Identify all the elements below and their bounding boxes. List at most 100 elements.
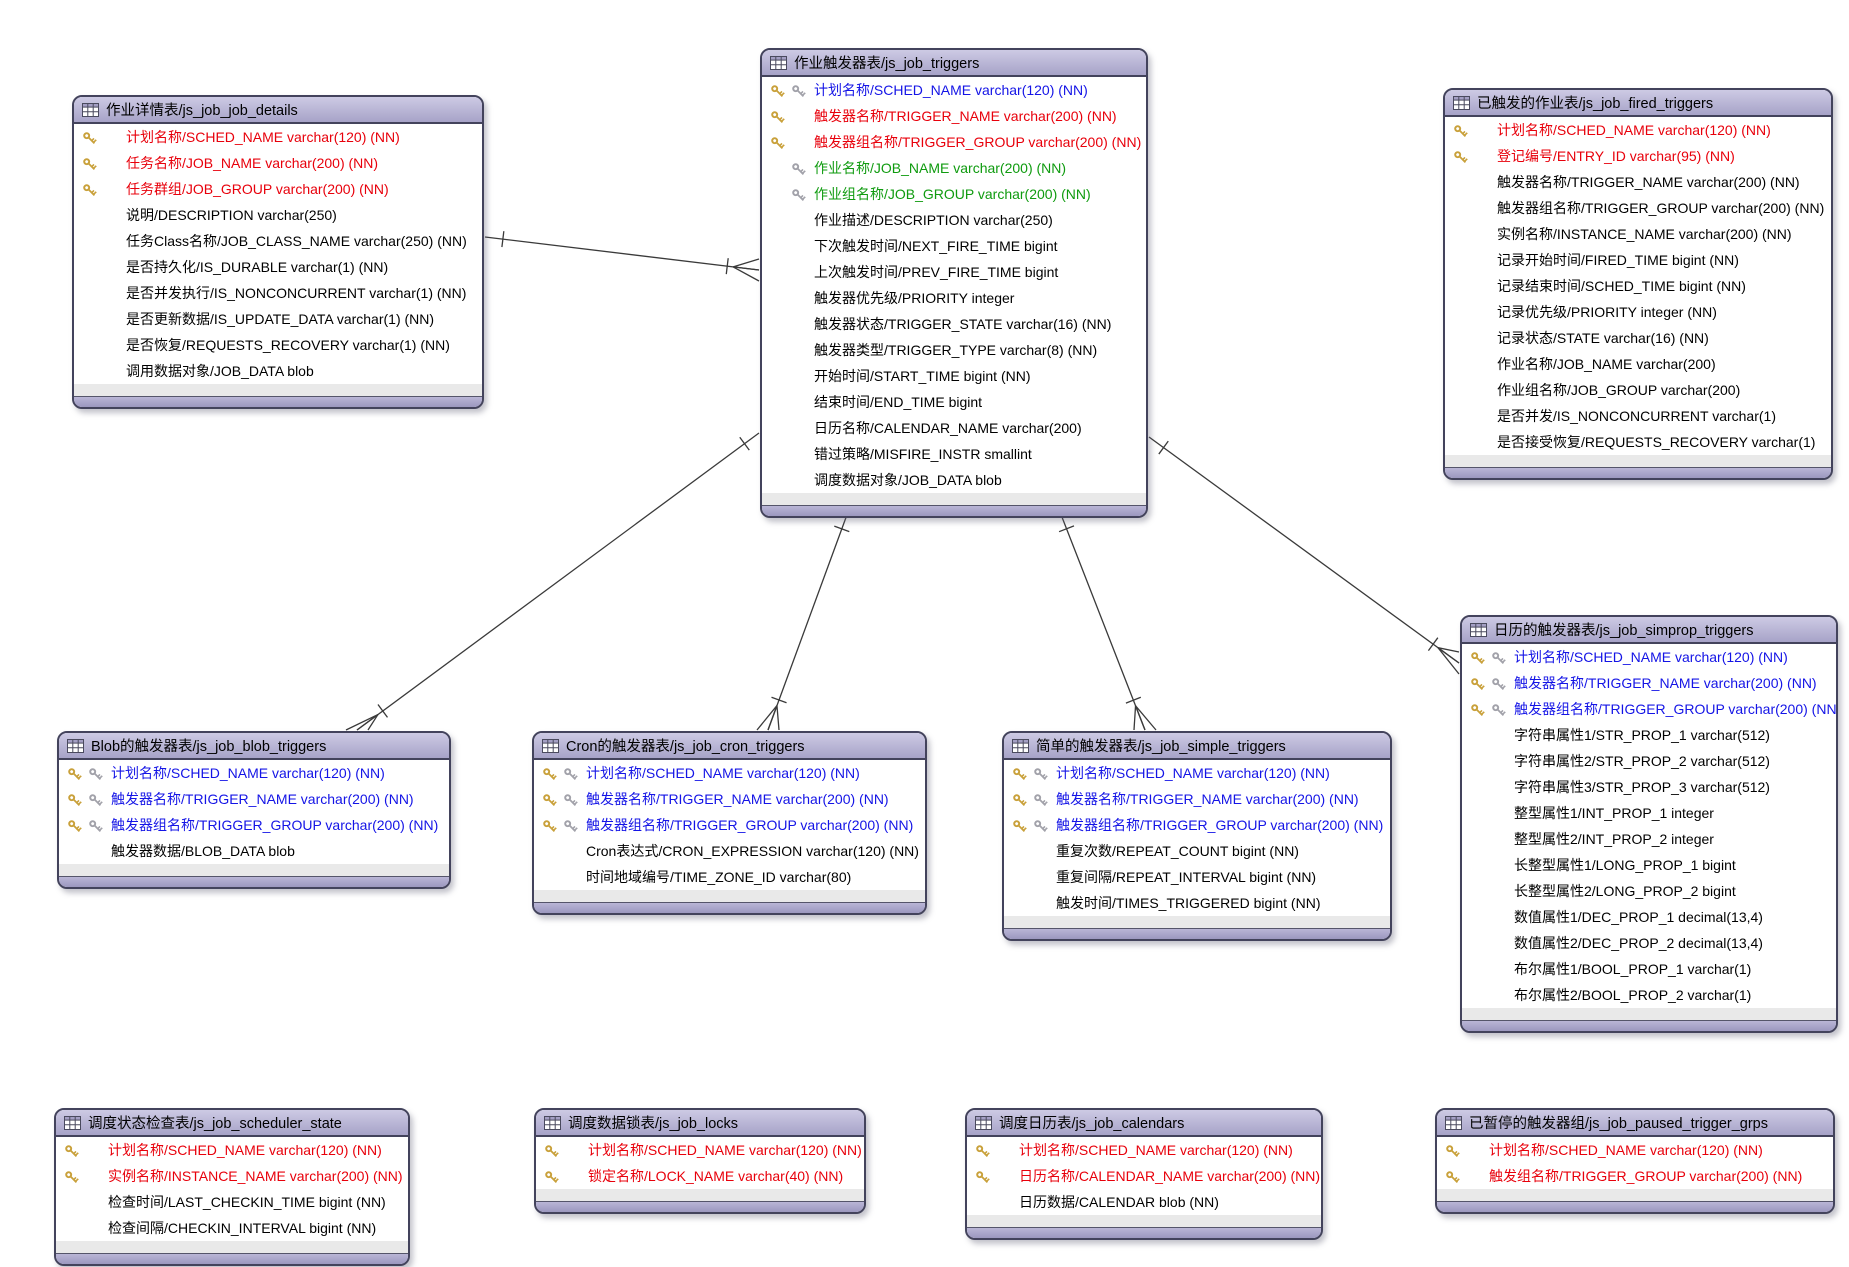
field-row[interactable]: 错过策略/MISFIRE_INSTR smallint xyxy=(762,441,1146,467)
field-row[interactable]: 触发器组名称/TRIGGER_GROUP varchar(200) (NN) xyxy=(762,129,1146,155)
field-row[interactable]: 触发器状态/TRIGGER_STATE varchar(16) (NN) xyxy=(762,311,1146,337)
field-row[interactable]: 上次触发时间/PREV_FIRE_TIME bigint xyxy=(762,259,1146,285)
relationship-line[interactable] xyxy=(1148,436,1460,675)
field-row[interactable]: 时间地域编号/TIME_ZONE_ID varchar(80) xyxy=(534,864,925,890)
field-row[interactable]: 日历数据/CALENDAR blob (NN) xyxy=(967,1189,1321,1215)
field-row[interactable]: 是否恢复/REQUESTS_RECOVERY varchar(1) (NN) xyxy=(74,332,482,358)
field-row[interactable]: 整型属性2/INT_PROP_2 integer xyxy=(1462,826,1836,852)
field-row[interactable]: 触发器组名称/TRIGGER_GROUP varchar(200) (NN) xyxy=(59,812,449,838)
field-row[interactable]: 触发器优先级/PRIORITY integer xyxy=(762,285,1146,311)
field-row[interactable]: 实例名称/INSTANCE_NAME varchar(200) (NN) xyxy=(1445,221,1831,247)
field-row[interactable]: 作业组名称/JOB_GROUP varchar(200) (NN) xyxy=(762,181,1146,207)
entity-header[interactable]: 调度日历表/js_job_calendars xyxy=(967,1110,1321,1137)
entity-header[interactable]: 日历的触发器表/js_job_simprop_triggers xyxy=(1462,617,1836,644)
entity-header[interactable]: Cron的触发器表/js_job_cron_triggers xyxy=(534,733,925,760)
field-row[interactable]: 长整型属性2/LONG_PROP_2 bigint xyxy=(1462,878,1836,904)
field-row[interactable]: 下次触发时间/NEXT_FIRE_TIME bigint xyxy=(762,233,1146,259)
field-row[interactable]: 计划名称/SCHED_NAME varchar(120) (NN) xyxy=(56,1137,408,1163)
field-row[interactable]: 触发器组名称/TRIGGER_GROUP varchar(200) (NN) xyxy=(1445,195,1831,221)
field-row[interactable]: 记录状态/STATE varchar(16) (NN) xyxy=(1445,325,1831,351)
field-row[interactable]: 计划名称/SCHED_NAME varchar(120) (NN) xyxy=(59,760,449,786)
field-row[interactable]: 任务群组/JOB_GROUP varchar(200) (NN) xyxy=(74,176,482,202)
field-row[interactable]: 计划名称/SCHED_NAME varchar(120) (NN) xyxy=(967,1137,1321,1163)
entity-header[interactable]: 作业触发器表/js_job_triggers xyxy=(762,50,1146,77)
field-row[interactable]: 触发器组名称/TRIGGER_GROUP varchar(200) (NN) xyxy=(1004,812,1390,838)
field-row[interactable]: 任务Class名称/JOB_CLASS_NAME varchar(250) (N… xyxy=(74,228,482,254)
field-row[interactable]: 日历名称/CALENDAR_NAME varchar(200) (NN) xyxy=(967,1163,1321,1189)
field-row[interactable]: 触发器名称/TRIGGER_NAME varchar(200) (NN) xyxy=(1004,786,1390,812)
field-row[interactable]: 是否持久化/IS_DURABLE varchar(1) (NN) xyxy=(74,254,482,280)
entity-header[interactable]: 作业详情表/js_job_job_details xyxy=(74,97,482,124)
relationship-line[interactable] xyxy=(345,432,760,731)
entity-header[interactable]: Blob的触发器表/js_job_blob_triggers xyxy=(59,733,449,760)
field-row[interactable]: 数值属性2/DEC_PROP_2 decimal(13,4) xyxy=(1462,930,1836,956)
field-row[interactable]: 开始时间/START_TIME bigint (NN) xyxy=(762,363,1146,389)
field-row[interactable]: 调度数据对象/JOB_DATA blob xyxy=(762,467,1146,493)
field-row[interactable]: 触发组名称/TRIGGER_GROUP varchar(200) (NN) xyxy=(1437,1163,1833,1189)
field-row[interactable]: 整型属性1/INT_PROP_1 integer xyxy=(1462,800,1836,826)
field-row[interactable]: 检查间隔/CHECKIN_INTERVAL bigint (NN) xyxy=(56,1215,408,1241)
field-row[interactable]: 计划名称/SCHED_NAME varchar(120) (NN) xyxy=(74,124,482,150)
field-row[interactable]: 说明/DESCRIPTION varchar(250) xyxy=(74,202,482,228)
field-row[interactable]: 计划名称/SCHED_NAME varchar(120) (NN) xyxy=(536,1137,864,1163)
field-row[interactable]: 长整型属性1/LONG_PROP_1 bigint xyxy=(1462,852,1836,878)
field-row[interactable]: 作业名称/JOB_NAME varchar(200) (NN) xyxy=(762,155,1146,181)
field-row[interactable]: 实例名称/INSTANCE_NAME varchar(200) (NN) xyxy=(56,1163,408,1189)
field-row[interactable]: 作业描述/DESCRIPTION varchar(250) xyxy=(762,207,1146,233)
field-row[interactable]: 触发器数据/BLOB_DATA blob xyxy=(59,838,449,864)
field-row[interactable]: 检查时间/LAST_CHECKIN_TIME bigint (NN) xyxy=(56,1189,408,1215)
field-row[interactable]: 触发器名称/TRIGGER_NAME varchar(200) (NN) xyxy=(534,786,925,812)
field-row[interactable]: 触发器类型/TRIGGER_TYPE varchar(8) (NN) xyxy=(762,337,1146,363)
field-row[interactable]: 任务名称/JOB_NAME varchar(200) (NN) xyxy=(74,150,482,176)
field-row[interactable]: 数值属性1/DEC_PROP_1 decimal(13,4) xyxy=(1462,904,1836,930)
field-row[interactable]: 重复间隔/REPEAT_INTERVAL bigint (NN) xyxy=(1004,864,1390,890)
field-row[interactable]: 重复次数/REPEAT_COUNT bigint (NN) xyxy=(1004,838,1390,864)
field-row[interactable]: 计划名称/SCHED_NAME varchar(120) (NN) xyxy=(1004,760,1390,786)
field-row[interactable]: 布尔属性1/BOOL_PROP_1 varchar(1) xyxy=(1462,956,1836,982)
field-row[interactable]: 字符串属性2/STR_PROP_2 varchar(512) xyxy=(1462,748,1836,774)
field-row[interactable]: 是否并发/IS_NONCONCURRENT varchar(1) xyxy=(1445,403,1831,429)
entity-header[interactable]: 简单的触发器表/js_job_simple_triggers xyxy=(1004,733,1390,760)
field-row[interactable]: 计划名称/SCHED_NAME varchar(120) (NN) xyxy=(1462,644,1836,670)
field-row[interactable]: 锁定名称/LOCK_NAME varchar(40) (NN) xyxy=(536,1163,864,1189)
field-row[interactable]: 记录优先级/PRIORITY integer (NN) xyxy=(1445,299,1831,325)
field-row[interactable]: 计划名称/SCHED_NAME varchar(120) (NN) xyxy=(762,77,1146,103)
field-row[interactable]: 是否接受恢复/REQUESTS_RECOVERY varchar(1) xyxy=(1445,429,1831,455)
field-row[interactable]: 是否更新数据/IS_UPDATE_DATA varchar(1) (NN) xyxy=(74,306,482,332)
field-row[interactable]: 触发器组名称/TRIGGER_GROUP varchar(200) (NN) xyxy=(534,812,925,838)
relationship-line[interactable] xyxy=(484,231,760,282)
field-row[interactable]: 日历名称/CALENDAR_NAME varchar(200) xyxy=(762,415,1146,441)
relationship-line[interactable] xyxy=(756,511,850,731)
field-row[interactable]: 记录开始时间/FIRED_TIME bigint (NN) xyxy=(1445,247,1831,273)
entity-header[interactable]: 已暂停的触发器组/js_job_paused_trigger_grps xyxy=(1437,1110,1833,1137)
relationship-line[interactable] xyxy=(1058,511,1157,731)
field-row[interactable]: 触发器名称/TRIGGER_NAME varchar(200) (NN) xyxy=(1445,169,1831,195)
field-row[interactable]: 字符串属性3/STR_PROP_3 varchar(512) xyxy=(1462,774,1836,800)
field-row[interactable]: 触发器名称/TRIGGER_NAME varchar(200) (NN) xyxy=(59,786,449,812)
field-row[interactable]: 字符串属性1/STR_PROP_1 varchar(512) xyxy=(1462,722,1836,748)
field-row[interactable]: 计划名称/SCHED_NAME varchar(120) (NN) xyxy=(1445,117,1831,143)
entity-header[interactable]: 已触发的作业表/js_job_fired_triggers xyxy=(1445,90,1831,117)
field-row[interactable]: 记录结束时间/SCHED_TIME bigint (NN) xyxy=(1445,273,1831,299)
field-row[interactable]: 计划名称/SCHED_NAME varchar(120) (NN) xyxy=(534,760,925,786)
entity-header[interactable]: 调度数据锁表/js_job_locks xyxy=(536,1110,864,1137)
field-row[interactable]: 结束时间/END_TIME bigint xyxy=(762,389,1146,415)
field-row[interactable]: 触发器名称/TRIGGER_NAME varchar(200) (NN) xyxy=(1462,670,1836,696)
field-row[interactable]: 登记编号/ENTRY_ID varchar(95) (NN) xyxy=(1445,143,1831,169)
field-row[interactable]: 布尔属性2/BOOL_PROP_2 varchar(1) xyxy=(1462,982,1836,1008)
entity-header[interactable]: 调度状态检查表/js_job_scheduler_state xyxy=(56,1110,408,1137)
field-row[interactable]: 触发器组名称/TRIGGER_GROUP varchar(200) (NN) xyxy=(1462,696,1836,722)
field-row[interactable]: 触发器名称/TRIGGER_NAME varchar(200) (NN) xyxy=(762,103,1146,129)
field-row[interactable]: 作业组名称/JOB_GROUP varchar(200) xyxy=(1445,377,1831,403)
